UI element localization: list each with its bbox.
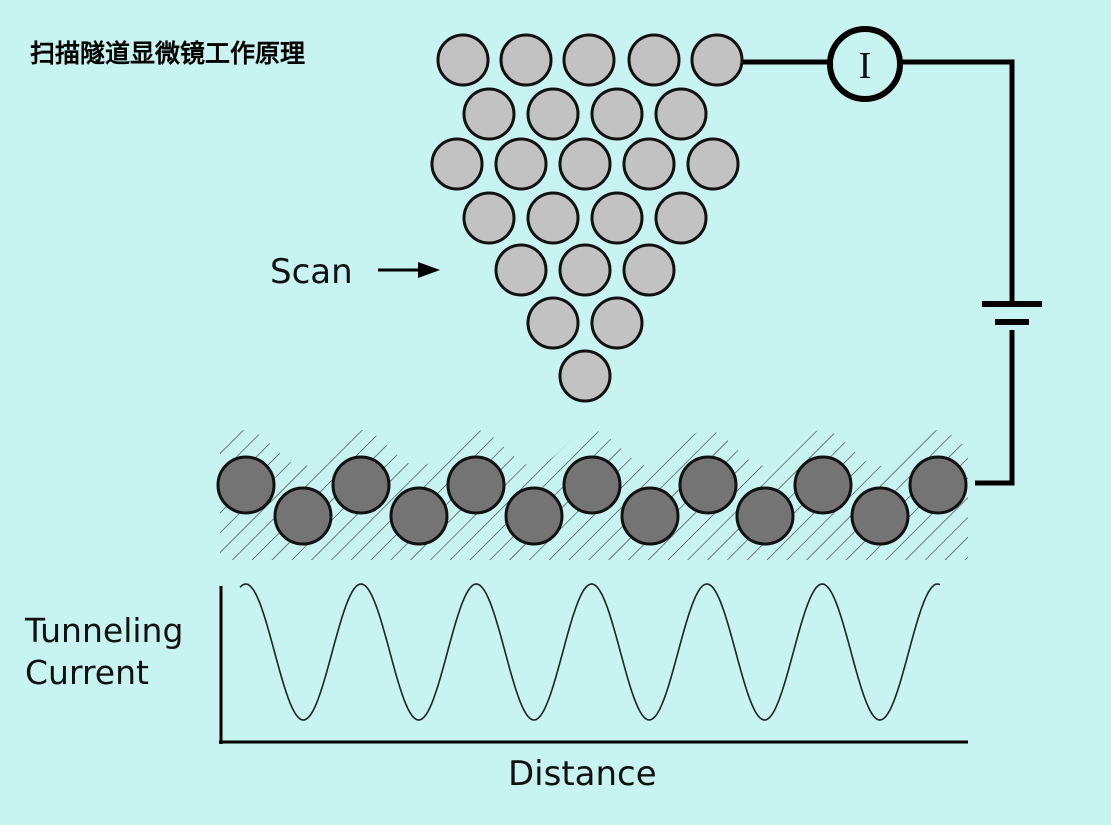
- tip-atom: [590, 296, 644, 350]
- tip-atom: [690, 33, 744, 87]
- y-axis-label: Tunneling Current: [25, 610, 183, 694]
- tip-atom: [499, 33, 553, 87]
- surface-atoms: [216, 455, 968, 546]
- wire-meter-to-battery: [900, 59, 1015, 302]
- surface-atom: [793, 455, 853, 515]
- ammeter: I: [827, 26, 903, 102]
- tip-atom: [462, 191, 516, 245]
- meter-label: I: [859, 45, 872, 87]
- surface-atom: [504, 486, 564, 546]
- tip-atom: [462, 87, 516, 141]
- tip-atom: [526, 191, 580, 245]
- scan-label: Scan: [270, 252, 353, 292]
- surface-atom: [735, 486, 795, 546]
- surface-atom: [273, 486, 333, 546]
- tip-atom: [590, 191, 644, 245]
- meter-icon: [827, 26, 903, 102]
- tip-atom: [558, 243, 612, 297]
- surface-atom: [678, 455, 738, 515]
- tip-atom: [494, 137, 548, 191]
- x-axis-label: Distance: [508, 754, 657, 794]
- surface-atom: [620, 486, 680, 546]
- tip-atom: [627, 33, 681, 87]
- y-axis-label-line-1: Tunneling: [25, 611, 184, 650]
- page-title: 扫描隧道显微镜工作原理: [30, 39, 306, 68]
- tip-atom: [686, 137, 740, 191]
- tip-atom: [622, 137, 676, 191]
- surface-atom: [389, 486, 449, 546]
- surface-atom: [446, 455, 506, 515]
- tip-atom: [558, 349, 612, 403]
- tip-atom: [654, 87, 708, 141]
- tip-atom: [622, 243, 676, 297]
- surface-atom: [331, 455, 391, 515]
- tip-atom: [430, 137, 484, 191]
- tip-atom: [590, 87, 644, 141]
- tip-atom: [654, 191, 708, 245]
- tip-atom: [436, 33, 490, 87]
- tip-atom: [526, 296, 580, 350]
- scan-arrow-icon: [378, 262, 440, 278]
- surface-atom: [562, 455, 622, 515]
- circuit: [742, 59, 1015, 486]
- surface-atom: [216, 455, 276, 515]
- tip-atom: [562, 33, 616, 87]
- surface-atom: [850, 486, 910, 546]
- tip-atom: [526, 87, 580, 141]
- y-axis-label-line-2: Current: [25, 653, 149, 692]
- surface-atom: [908, 455, 968, 515]
- battery-icon: [982, 301, 1042, 325]
- tip-atom: [558, 137, 612, 191]
- tunneling-current-curve: [239, 583, 941, 721]
- tip-atoms: [430, 33, 744, 403]
- graph-axes: [219, 586, 968, 744]
- wire-battery-to-sample: [975, 330, 1015, 486]
- tip-atom: [494, 243, 548, 297]
